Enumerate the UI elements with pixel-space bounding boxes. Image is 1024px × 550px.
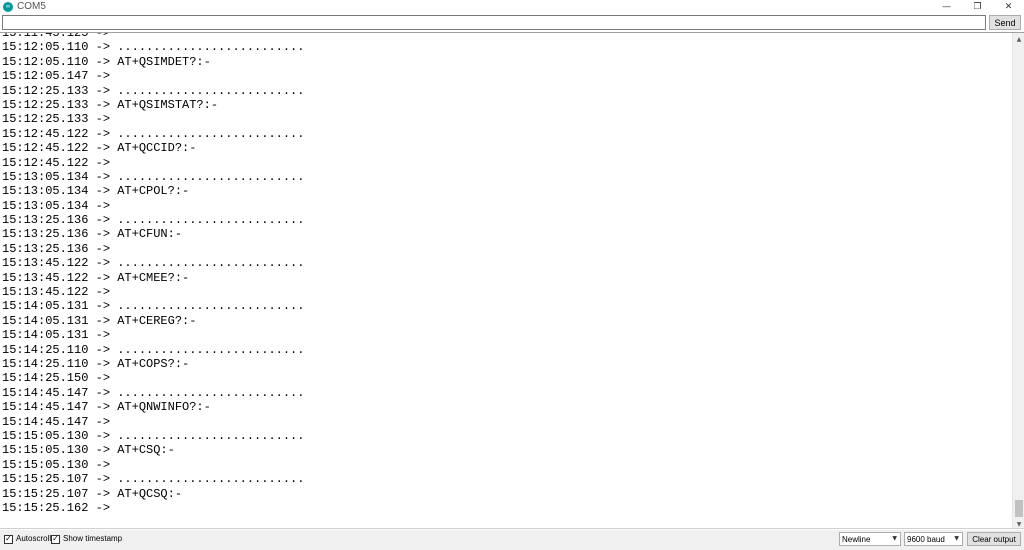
output-line: 15:13:25.136 -> [2,241,111,256]
output-line: 15:12:25.133 -> AT+QSIMSTAT?:- [2,97,219,112]
close-icon[interactable]: ✕ [1004,1,1013,12]
output-line: 15:13:25.136 -> ........................… [2,213,305,228]
chevron-down-icon: ▼ [954,535,959,542]
output-line: 15:11:45.125 -> [2,32,111,40]
output-line: 15:14:45.147 -> ........................… [2,385,305,400]
vertical-scrollbar[interactable]: ▲ ▼ [1012,33,1024,528]
checkbox-check-icon[interactable]: ✓ [51,534,60,544]
output-line: 15:13:45.122 -> ........................… [2,256,305,271]
output-line: 15:12:45.122 -> AT+QCCID?:- [2,141,197,156]
clear-output-button[interactable]: Clear output [967,532,1021,546]
output-line: 15:13:25.136 -> AT+CFUN:- [2,227,183,242]
chevron-down-icon: ▼ [892,535,897,542]
line-ending-select[interactable]: Newline ▼ [839,532,901,546]
output-line: 15:14:45.147 -> AT+QNWINFO?:- [2,400,211,415]
bottom-bar: ✓ Autoscroll ✓ Show timestamp Newline ▼ … [0,530,1024,550]
scroll-thumb[interactable] [1015,500,1023,517]
send-row: Send [0,14,1024,31]
minimize-icon[interactable]: — [942,1,951,12]
arduino-icon: ∞ [3,1,13,12]
restore-icon[interactable]: ❐ [973,1,982,12]
show-timestamp-checkbox[interactable]: ✓ Show timestamp [51,534,122,544]
output-line: 15:12:05.110 -> AT+QSIMDET?:- [2,54,211,69]
output-line: 15:15:25.162 -> [2,500,111,515]
output-line: 15:15:25.107 -> ........................… [2,472,305,487]
output-line: 15:15:25.107 -> AT+QCSQ:- [2,486,183,501]
baud-rate-value: 9600 baud [907,534,945,544]
output-line: 15:14:45.147 -> [2,414,111,429]
line-ending-value: Newline [842,534,871,544]
output-line: 15:14:25.150 -> [2,371,111,386]
serial-output[interactable]: 15:11:45.125 ->15:12:05.110 -> .........… [0,32,1024,529]
baud-rate-select[interactable]: 9600 baud ▼ [904,532,963,546]
output-line: 15:13:05.134 -> ........................… [2,169,305,184]
serial-send-input[interactable] [2,15,986,30]
window-controls: — ❐ ✕ [931,0,1024,13]
output-line: 15:12:05.110 -> ........................… [2,40,305,55]
output-line: 15:15:05.130 -> AT+CSQ:- [2,443,175,458]
output-line: 15:12:25.133 -> [2,112,111,127]
output-line: 15:13:45.122 -> AT+CMEE?:- [2,270,190,285]
output-line: 15:13:45.122 -> [2,285,111,300]
show-timestamp-label: Show timestamp [63,534,123,543]
output-line: 15:12:45.122 -> ........................… [2,126,305,141]
output-line: 15:14:05.131 -> ........................… [2,299,305,314]
output-line: 15:12:25.133 -> ........................… [2,83,305,98]
output-line: 15:15:05.130 -> [2,457,111,472]
autoscroll-label: Autoscroll [16,534,52,543]
title-bar: ∞ COM5 — ❐ ✕ [0,0,1024,13]
autoscroll-checkbox[interactable]: ✓ Autoscroll [4,534,51,544]
output-line: 15:14:25.110 -> ........................… [2,342,305,357]
output-line: 15:13:05.134 -> AT+CPOL?:- [2,184,190,199]
output-line: 15:15:05.130 -> ........................… [2,428,305,443]
output-line: 15:12:05.147 -> [2,69,111,84]
window-title: COM5 [17,0,46,12]
output-lines: 15:11:45.125 ->15:12:05.110 -> .........… [2,32,1010,515]
output-line: 15:14:25.110 -> AT+COPS?:- [2,356,190,371]
output-line: 15:14:05.131 -> AT+CEREG?:- [2,313,197,328]
checkbox-check-icon[interactable]: ✓ [4,534,13,544]
scroll-up-arrow-icon[interactable]: ▲ [1016,35,1022,43]
output-line: 15:13:05.134 -> [2,198,111,213]
output-line: 15:12:45.122 -> [2,155,111,170]
output-line: 15:14:05.131 -> [2,328,111,343]
scroll-down-arrow-icon[interactable]: ▼ [1016,520,1022,528]
send-button[interactable]: Send [989,15,1021,30]
